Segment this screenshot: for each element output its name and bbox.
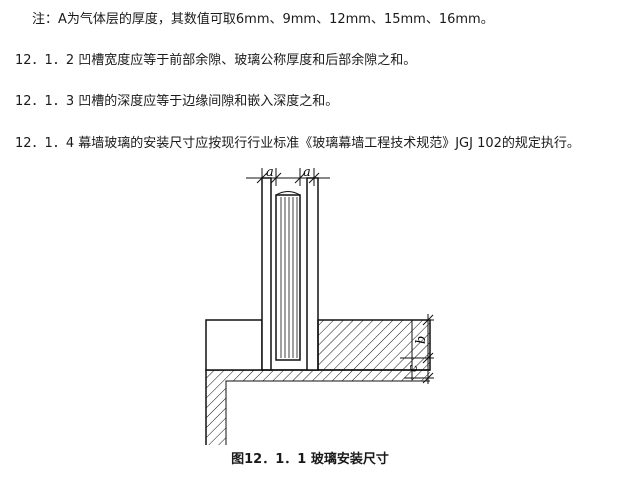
frame-left-plain bbox=[205, 319, 263, 371]
channel-right-wall bbox=[306, 177, 319, 371]
glass-pane bbox=[275, 194, 301, 361]
clause-12-1-3: 12．1．3 凹槽的深度应等于边缘间隙和嵌入深度之和。 bbox=[15, 94, 339, 109]
clause-12-1-2: 12．1．2 凹槽宽度应等于前部余隙、玻璃公称厚度和后部余隙之和。 bbox=[15, 53, 417, 68]
dim-slash-3 bbox=[294, 172, 306, 184]
dim-v-slash-1 bbox=[422, 314, 434, 326]
base-inner-outline bbox=[225, 380, 430, 445]
dim-label-a-right: a bbox=[303, 165, 311, 180]
dim-slash-4 bbox=[308, 172, 320, 184]
channel-left-wall bbox=[261, 177, 272, 371]
note-text: 注：A为气体层的厚度，其数值可取6mm、9mm、12mm、15mm、16mm。 bbox=[32, 12, 494, 27]
dim-label-c: c bbox=[406, 364, 421, 372]
figure-caption: 图12．1．1 玻璃安装尺寸 bbox=[231, 452, 389, 467]
frame-right-hatch bbox=[317, 319, 431, 371]
clause-12-1-4: 12．1．4 幕墙玻璃的安装尺寸应按现行行业标准《玻璃幕墙工程技术规范》JGJ … bbox=[15, 136, 580, 151]
glass-installation-figure: a a b c bbox=[205, 165, 434, 445]
dim-v-slash-2 bbox=[422, 352, 434, 364]
dim-label-a-left: a bbox=[266, 165, 274, 180]
dim-slash-2 bbox=[270, 172, 282, 184]
dim-slash-1 bbox=[256, 172, 268, 184]
glass-top-curve bbox=[275, 191, 301, 196]
dim-label-b: b bbox=[414, 336, 429, 344]
dim-v-slash-3 bbox=[422, 372, 434, 384]
